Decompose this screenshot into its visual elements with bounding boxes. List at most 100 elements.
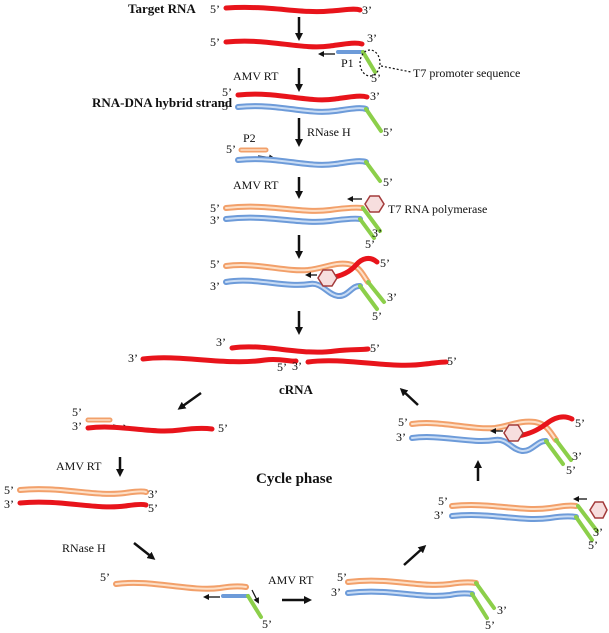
t7-promoter-segment — [364, 160, 382, 183]
five-prime-end: 5’ — [148, 501, 158, 515]
crna-strand — [85, 424, 215, 434]
three-prime-end: 3’ — [370, 89, 380, 103]
five-prime-end: 5’ — [380, 256, 390, 270]
t7-promoter-segment — [576, 504, 599, 533]
five-prime-end: 5’ — [337, 570, 347, 584]
amv-rt-label: AMV RT — [268, 573, 314, 587]
t7-polymerase-hexagon-icon — [317, 269, 338, 287]
t7-promoter-segment — [470, 592, 489, 620]
five-prime-end: 5’ — [566, 463, 576, 477]
five-prime-end: 5’ — [72, 405, 82, 419]
target-rna-strand — [235, 91, 370, 103]
target-rna-label: Target RNA — [128, 1, 196, 16]
p2-label: P2 — [243, 131, 256, 145]
three-prime-end: 3’ — [72, 419, 82, 433]
t7-promoter-segment — [358, 217, 376, 240]
five-prime-end: 5’ — [222, 85, 232, 99]
cycle-arrow-icon — [399, 387, 419, 406]
three-prime-end: 3’ — [4, 497, 14, 511]
three-prime-end: 3’ — [292, 359, 302, 373]
five-prime-end: 5’ — [218, 421, 228, 435]
three-prime-end: 3’ — [222, 99, 232, 113]
three-prime-end: 3’ — [593, 525, 603, 539]
rnase-h-label: RNase H — [62, 541, 106, 555]
crna-strand — [229, 344, 371, 355]
new-rna-transcript — [515, 414, 575, 439]
t7-promoter-segment — [366, 280, 386, 304]
amv-rt-label: AMV RT — [233, 69, 279, 83]
five-prime-end: 5’ — [262, 617, 272, 631]
crna-strand — [17, 499, 149, 510]
three-prime-end: 3’ — [210, 279, 220, 293]
t7-promoter-segment — [544, 439, 565, 466]
three-prime-end: 3’ — [128, 351, 138, 365]
five-prime-end: 5’ — [210, 2, 220, 16]
cycle-phase-label: Cycle phase — [256, 471, 333, 487]
five-prime-end: 5’ — [575, 416, 585, 430]
cycle-arrow-icon — [177, 391, 202, 410]
three-prime-end: 3’ — [387, 290, 397, 304]
five-prime-end: 5’ — [370, 341, 380, 355]
three-prime-end: 3’ — [572, 449, 582, 463]
t7-polymerase-hexagon-icon — [589, 501, 608, 519]
t7-polymerase-label: T7 RNA polymerase — [388, 202, 487, 216]
five-prime-end: 5’ — [447, 354, 457, 368]
t7-promoter-segment — [364, 107, 383, 133]
t7-polymerase-hexagon-icon — [503, 424, 524, 442]
p1-label: P1 — [341, 56, 354, 70]
five-prime-end: 5’ — [383, 175, 393, 189]
t7-promoter-segment — [361, 50, 377, 74]
three-prime-end: 3’ — [210, 213, 220, 227]
t7-promoter-segment — [554, 438, 573, 462]
crna-strand — [305, 358, 449, 368]
five-prime-end: 5’ — [210, 257, 220, 271]
five-prime-end: 5’ — [383, 125, 393, 139]
five-prime-end: 5’ — [365, 237, 375, 251]
five-prime-end: 5’ — [210, 35, 220, 49]
three-prime-end: 3’ — [216, 335, 226, 349]
cdna-strand — [409, 434, 549, 454]
five-prime-end: 5’ — [398, 415, 408, 429]
target-rna-strand — [223, 38, 365, 50]
five-prime-end: 5’ — [588, 538, 598, 552]
three-prime-end: 3’ — [331, 585, 341, 599]
amv-rt-label: AMV RT — [56, 459, 102, 473]
t7-polymerase-hexagon-icon — [364, 195, 385, 213]
t7-promoter-segment — [361, 206, 382, 233]
t7-promoter-segment — [474, 581, 496, 610]
three-prime-end: 3’ — [497, 603, 507, 617]
five-prime-end: 5’ — [485, 618, 495, 632]
t7-promoter-segment — [246, 594, 263, 619]
t7-promoter-segment — [358, 284, 379, 311]
five-prime-end: 5’ — [438, 494, 448, 508]
primer-direction-arrow-icon — [251, 589, 259, 604]
three-prime-end: 3’ — [372, 226, 382, 240]
five-prime-end: 5’ — [100, 570, 110, 584]
five-prime-end: 5’ — [226, 142, 236, 156]
promoter-highlight-circle — [359, 49, 381, 77]
five-prime-end: 5’ — [371, 71, 381, 85]
three-prime-end: 3’ — [434, 508, 444, 522]
cycle-arrow-icon — [403, 544, 427, 566]
cycle-arrow-icon — [133, 542, 156, 560]
three-prime-end: 3’ — [148, 487, 158, 501]
three-prime-end: 3’ — [396, 430, 406, 444]
t7-promoter-label: T7 promoter sequence — [413, 66, 520, 80]
cdna-strand — [223, 277, 363, 299]
crna-strand — [140, 355, 299, 365]
five-prime-end: 5’ — [277, 360, 287, 374]
t7-promoter-segment — [574, 515, 594, 542]
three-prime-end: 3’ — [367, 31, 377, 45]
five-prime-end: 5’ — [4, 483, 14, 497]
five-prime-end: 5’ — [210, 201, 220, 215]
amv-rt-label: AMV RT — [233, 178, 279, 192]
rnase-h-label: RNase H — [307, 125, 351, 139]
hybrid-label: RNA-DNA hybrid strand — [92, 95, 233, 110]
five-prime-end: 5’ — [372, 309, 382, 323]
three-prime-end: 3’ — [362, 3, 372, 17]
promoter-callout-line — [380, 65, 412, 73]
target-rna-strand — [223, 4, 363, 15]
crna-label: cRNA — [279, 382, 314, 397]
